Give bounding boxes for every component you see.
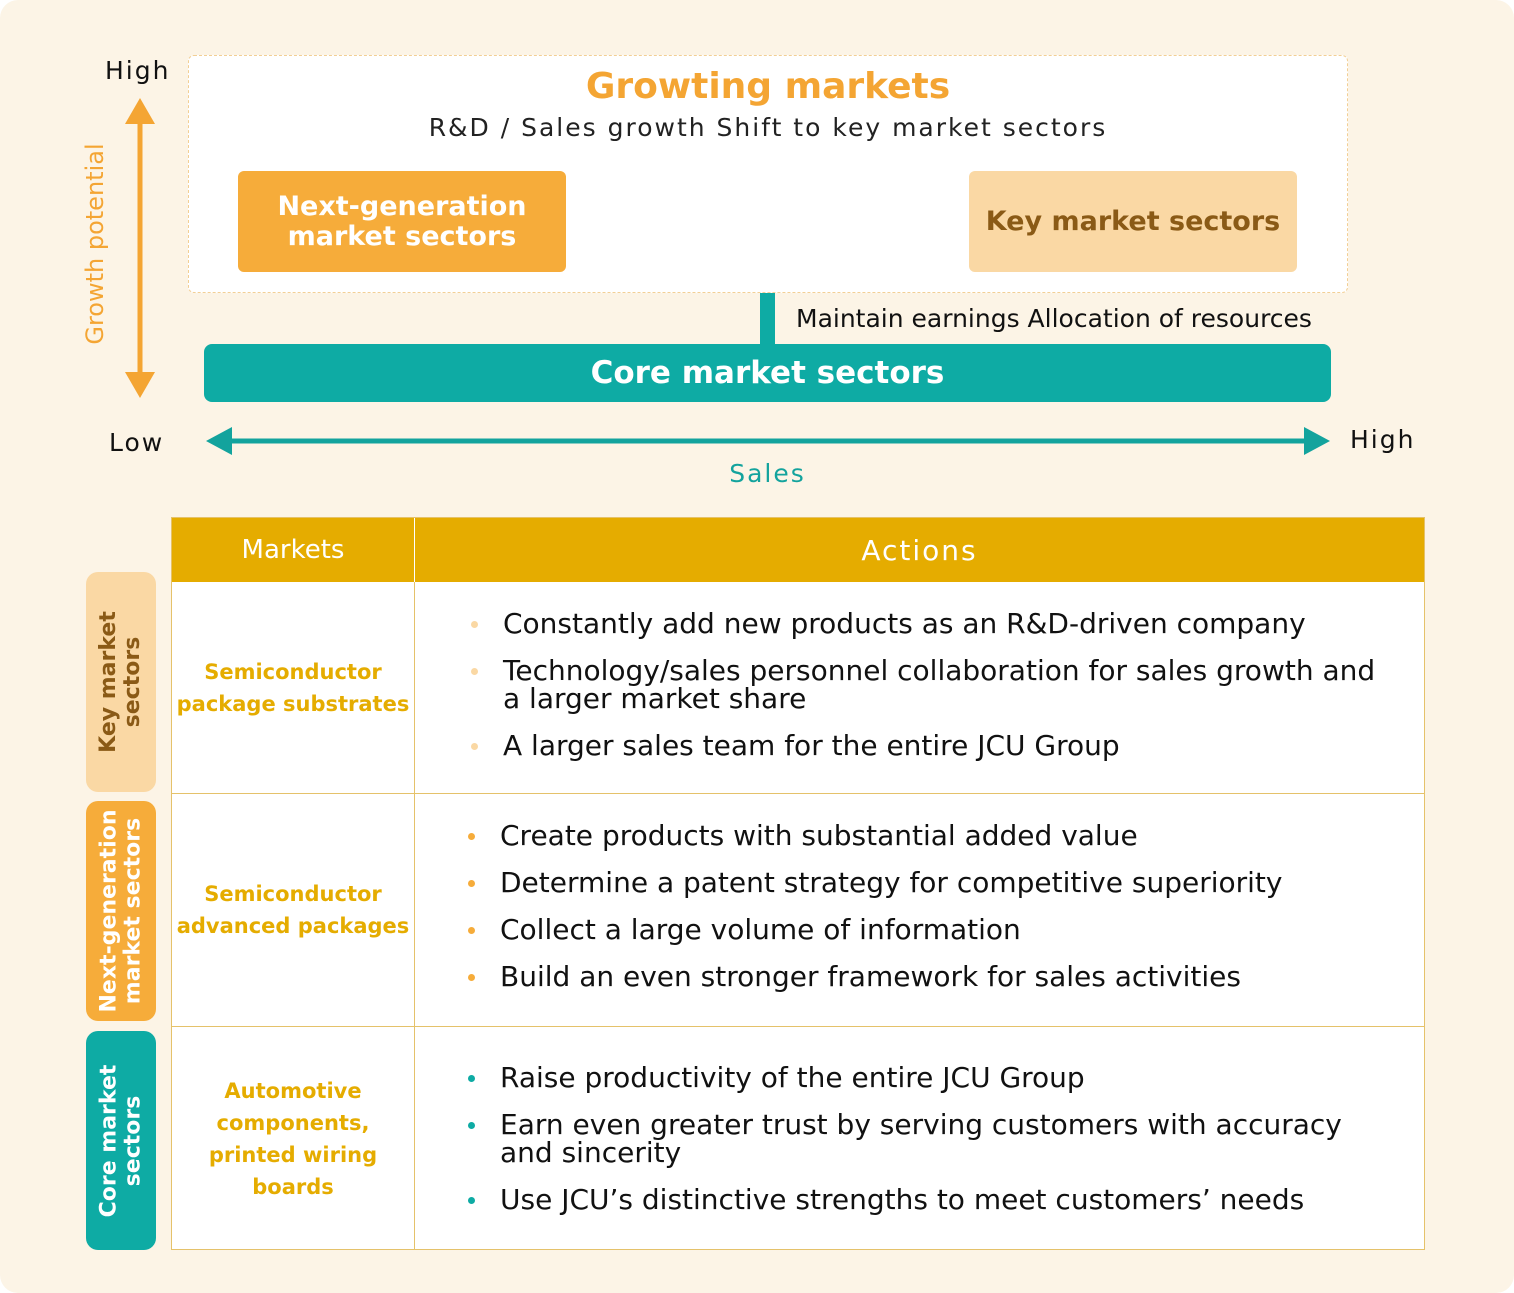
x-axis-low-label: Low xyxy=(109,428,165,457)
table-header: Markets Actions xyxy=(172,518,1424,582)
market-cell-nextgen: Semiconductor advanced packages xyxy=(172,794,414,1026)
sales-axis-arrow-left-icon xyxy=(206,427,232,455)
actions-list-nextgen: Create products with substantial added v… xyxy=(468,822,1380,1010)
tab-key-market-sectors: Key market sectors xyxy=(86,572,156,792)
header-markets: Markets xyxy=(241,535,345,565)
list-item: Determine a patent strategy for competit… xyxy=(468,869,1380,897)
list-item: Earn even greater trust by serving custo… xyxy=(468,1111,1380,1167)
list-item: Constantly add new products as an R&D-dr… xyxy=(471,610,1383,638)
y-axis-high-label: High xyxy=(105,56,171,85)
actions-list-key: Constantly add new products as an R&D-dr… xyxy=(471,610,1383,779)
growing-markets-title: Growting markets xyxy=(585,66,951,107)
column-divider xyxy=(414,518,415,1249)
market-nextgen-line1: Semiconductor xyxy=(204,882,382,906)
market-key-line2: package substrates xyxy=(176,691,410,716)
market-cell-core: Automotive components, printed wiring bo… xyxy=(172,1027,414,1251)
growing-markets-subtitle: R&D / Sales growth Shift to key market s… xyxy=(428,113,1108,142)
market-nextgen-line2: advanced packages xyxy=(176,914,410,938)
x-axis-label: Sales xyxy=(729,459,806,488)
key-sectors-label: Key market sectors xyxy=(985,206,1281,237)
tab-nextgen-line1: Next-generation xyxy=(96,809,122,1013)
tab-nextgen-line2: market sectors xyxy=(120,817,146,1005)
list-item: A larger sales team for the entire JCU G… xyxy=(471,732,1383,760)
market-core-line1: Automotive xyxy=(224,1079,362,1103)
row-divider-2 xyxy=(172,1026,1424,1027)
list-item: Collect a large volume of information xyxy=(468,916,1380,944)
tab-key-line1: Key market xyxy=(96,611,121,753)
list-item: Raise productivity of the entire JCU Gro… xyxy=(468,1064,1380,1092)
tab-core-market-sectors: Core market sectors xyxy=(86,1031,156,1250)
market-cell-key: Semiconductor package substrates xyxy=(172,582,414,793)
y-axis-label: Growth potential xyxy=(81,143,109,345)
x-axis-high-label: High xyxy=(1350,425,1416,454)
core-sectors-bar: Core market sectors xyxy=(204,344,1331,402)
nextgen-label-line2: market sectors xyxy=(287,220,517,252)
growth-axis-arrow-up-icon xyxy=(125,98,155,124)
row-divider-1 xyxy=(172,793,1424,794)
market-key-line1: Semiconductor xyxy=(204,659,382,684)
sales-axis-arrow-right-icon xyxy=(1304,427,1330,455)
header-actions: Actions xyxy=(861,533,978,567)
market-core-line2: components, xyxy=(216,1111,370,1135)
key-sectors-box: Key market sectors xyxy=(969,171,1297,272)
maintain-earnings-label: Maintain earnings Allocation of resource… xyxy=(796,304,1312,333)
market-core-line3: printed wiring boards xyxy=(208,1143,378,1199)
tab-core-line2: sectors xyxy=(120,1095,146,1186)
nextgen-sectors-box: Next-generation market sectors xyxy=(238,171,566,272)
list-item: Build an even stronger framework for sal… xyxy=(468,963,1380,991)
markets-actions-table: Markets Actions Semiconductor package su… xyxy=(171,517,1425,1250)
list-item: Technology/sales personnel collaboration… xyxy=(471,657,1383,713)
core-sectors-label: Core market sectors xyxy=(590,355,945,391)
list-item: Create products with substantial added v… xyxy=(468,822,1380,850)
tab-nextgen-market-sectors: Next-generation market sectors xyxy=(86,801,156,1021)
header-column-divider xyxy=(414,518,415,582)
nextgen-label-line1: Next-generation xyxy=(277,190,527,222)
tab-core-line1: Core market xyxy=(96,1064,122,1217)
list-item: Use JCU’s distinctive strengths to meet … xyxy=(468,1186,1380,1214)
growth-axis-arrow-down-icon xyxy=(125,372,155,398)
tab-key-line2: sectors xyxy=(120,636,145,728)
actions-list-core: Raise productivity of the entire JCU Gro… xyxy=(468,1064,1380,1233)
